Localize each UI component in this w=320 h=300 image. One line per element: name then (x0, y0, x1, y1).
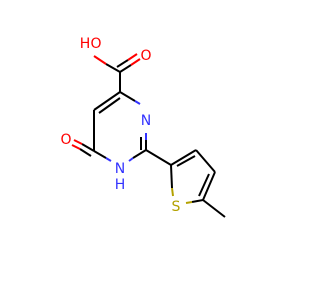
acid-carbonyl-oxygen-label: O (140, 48, 151, 64)
bond-n1-c6 (93, 150, 107, 159)
bond-c6-o-b-red (71, 144, 81, 150)
bond-tc5-s (191, 199, 204, 203)
bond-tc5-methyl (202, 199, 226, 218)
bond-c6-o-a-red (73, 139, 83, 145)
bond-cacid-oh-red (93, 55, 107, 65)
bond-cacid-o-double-a-red (130, 58, 141, 66)
bond-c2-n1-blue (128, 157, 134, 162)
bond-tc2-tc3-inner (176, 155, 196, 167)
bond-tc2-tc3 (170, 149, 197, 166)
bond-tc5-s-yellow (185, 201, 193, 204)
keto-oxygen-label: O (60, 132, 71, 148)
bond-n1-c6-blue (105, 157, 112, 162)
bond-c2-n1 (132, 149, 147, 159)
bond-cacid-o-double-b-red (127, 53, 138, 61)
bond-c5-c4-inner (98, 97, 121, 114)
bond-tc4-tc5-inner (198, 173, 210, 197)
bond-c4-n3-blue (134, 100, 141, 105)
thiophene-sulfur-label: S (172, 199, 181, 215)
molecule-canvas: O H O N N H O S (60, 36, 226, 218)
bond-cacid-o-double-b (116, 59, 129, 68)
hydroxyl-oxygen-label: O (90, 36, 101, 52)
bond-cacid-oh (105, 63, 121, 73)
bond-c5-c4 (93, 91, 121, 111)
bond-tc4-tc5 (202, 171, 216, 201)
bond-c6-o-a (81, 143, 95, 152)
bond-c6-o-b (79, 148, 92, 157)
hydroxyl-hydrogen-label: H (80, 36, 91, 52)
bond-tc3-tc4 (195, 149, 216, 173)
ring-nitrogen-n1-label: N (115, 161, 125, 177)
bond-cacid-o-double-a (119, 64, 132, 73)
bond-c2-thiophene (145, 149, 172, 166)
ring-nitrogen-n3-label: N (141, 113, 151, 129)
bond-s-tc2-yellow (171, 187, 174, 197)
bond-c4-n3 (119, 91, 136, 102)
bond-s-tc2 (170, 164, 173, 189)
structure-drawing: O H O N N H O S (60, 36, 226, 218)
ring-nh-hydrogen-label: H (115, 177, 126, 193)
